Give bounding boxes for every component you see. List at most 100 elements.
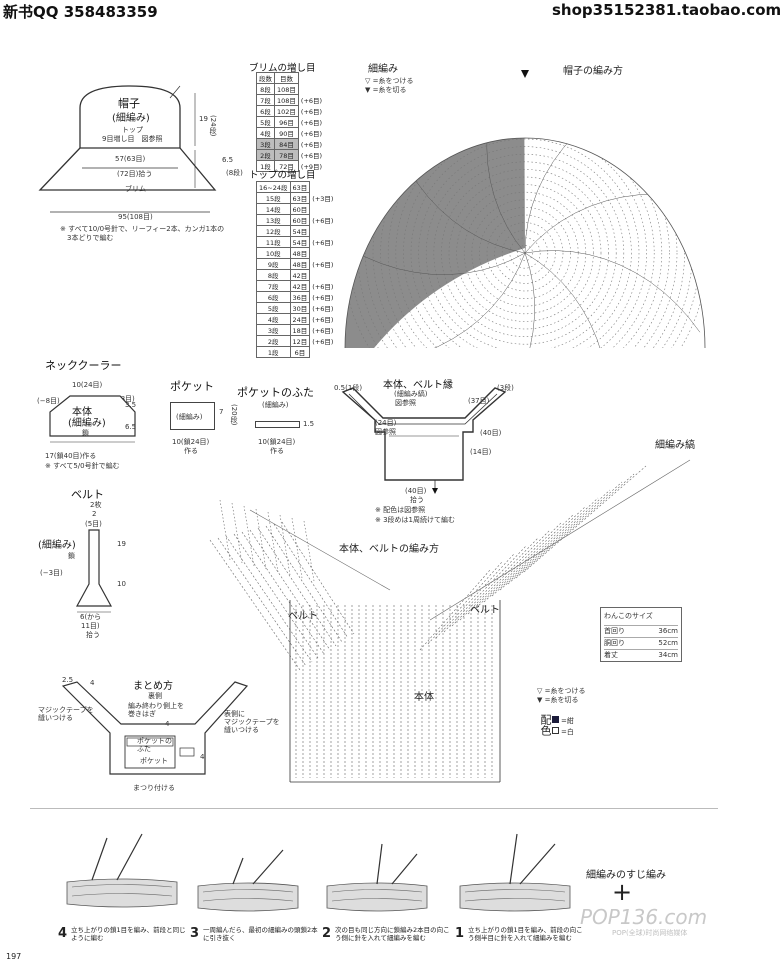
- size-row-key: 着丈: [604, 651, 618, 659]
- chart2-label: 細編み縞: [655, 440, 695, 451]
- belt-sub: (細編み): [38, 540, 76, 551]
- top-table-row-count: 42目: [289, 280, 311, 292]
- hat-chart-spoke: [524, 138, 634, 254]
- flap-title: ポケットのふた: [237, 386, 314, 399]
- right-belt-stitch-row: [491, 497, 599, 597]
- chart2-belt-right: ベルト: [470, 605, 500, 616]
- top-table-row-note: (+6目): [312, 217, 334, 225]
- size-row-key: 首回り: [604, 627, 625, 635]
- flap-make: 作る: [270, 447, 284, 455]
- navy-swatch: [552, 716, 559, 723]
- assembly-collar: 編み終わり側上を 巻きはぎ: [128, 702, 184, 718]
- right-belt-stitch-row: [427, 561, 503, 645]
- size-row-value: 52cm: [658, 639, 678, 647]
- top-table-row-count: 24目: [289, 313, 311, 325]
- neck-sub: (細編み): [68, 418, 106, 429]
- top-table-row-label: 3段: [256, 324, 291, 336]
- hat-round-chart: [344, 70, 706, 349]
- hat-top-label: トップ: [122, 126, 143, 134]
- hat-title: 帽子: [118, 97, 140, 110]
- top-table-row-note: (+6目): [312, 338, 334, 346]
- belt-st11: 11目): [81, 622, 100, 630]
- step-text: 立ち上がりの鎖1目を編み、前段の向こう側半目に針を入れて細編みを編む: [468, 926, 583, 942]
- top-table-row-note: [310, 226, 336, 237]
- top-table-row-count: 30目: [289, 302, 311, 314]
- size-row: 胴回り 52cm: [604, 637, 678, 649]
- brim-table-row-note: (+6目): [300, 141, 323, 149]
- brim-table-row-label: 8段: [256, 83, 275, 95]
- top-table-row-count: 60目: [289, 214, 311, 226]
- hat-brim-label: ブリム: [125, 185, 146, 193]
- top-table-row-note: [310, 270, 336, 281]
- brim-table-row-count: 90目: [274, 127, 299, 139]
- step-text: 次の目も同じ方向に鎖編み2本目の向こう側に針を入れて細編みを編む: [335, 926, 450, 942]
- belt-pick: 拾う: [86, 631, 100, 639]
- right-belt-stitch-row: [523, 465, 647, 573]
- neck-w17: 17(鎖40目)作る: [45, 452, 97, 460]
- color-legend-c1: =紺: [552, 716, 574, 726]
- brim-table-row-count: 102目: [274, 105, 299, 117]
- brim-table-row-note: (+9目): [300, 163, 323, 171]
- hat-chart-ring: [425, 153, 625, 348]
- hat-chart-ring: [517, 245, 533, 261]
- top-table-row-count: 18目: [289, 324, 311, 336]
- left-belt-edge-line: [249, 509, 391, 591]
- brim-table-row-label: 7段: [256, 94, 275, 106]
- brim-table-row-note: (+6目): [300, 97, 323, 105]
- size-title: わんこのサイズ: [604, 612, 653, 620]
- hat-chart-ring: [395, 138, 655, 348]
- belt-dir: 鎖: [68, 552, 75, 560]
- neck-title: ネッククーラー: [45, 359, 122, 372]
- hat-chart-ring: [403, 138, 647, 348]
- top-table-row-count: 6目: [289, 346, 311, 358]
- left-belt-edge: [291, 517, 303, 579]
- brim-table-header-row: 段数目数: [256, 72, 325, 84]
- top-table-row-label: 4段: [256, 313, 291, 325]
- hat-chart-ring: [441, 169, 609, 337]
- assembly-n4b: 4: [165, 720, 170, 728]
- top-table-row-note: [310, 347, 336, 358]
- brim-table-row-count: 78目: [274, 149, 299, 161]
- top-table-row-label: 8段: [256, 269, 291, 281]
- left-belt-edge: [231, 502, 243, 564]
- hat-chart-spoke: [368, 252, 526, 348]
- hat-chart-legend2: ▼ =糸を切る: [365, 86, 407, 94]
- top-table-row-note: (+6目): [312, 261, 334, 269]
- hat-chart-ring: [410, 138, 640, 348]
- size-row-key: 胴回り: [604, 639, 625, 647]
- brim-table-row-label: 2段: [256, 149, 275, 161]
- belt-w2: 2: [92, 510, 97, 518]
- hat-h19: 19: [199, 115, 208, 123]
- hat-chart-spoke: [486, 138, 526, 254]
- brim-table-row-label: 3段: [256, 138, 275, 150]
- hat-w57: 57(63目): [115, 155, 146, 163]
- body-belt-st37: (37目): [468, 397, 490, 405]
- assembly-n4c: 4: [200, 753, 205, 761]
- right-belt-stitch-row: [451, 537, 539, 627]
- belt-shape: [75, 529, 113, 613]
- left-belt-stitch-row: [217, 537, 307, 667]
- watermark-sub: POP(全球)时尚网络媒体: [612, 929, 688, 937]
- brim-table-row-count: 108目: [274, 83, 299, 95]
- top-table-row-label: 11段: [256, 236, 291, 248]
- hat-chart-ring: [463, 191, 587, 315]
- page-number: 197: [6, 952, 22, 961]
- chart2-body: 本体: [414, 692, 434, 703]
- step-text: 一周編んだら、最初の細編みの頭鎖2本に引き抜く: [203, 926, 318, 942]
- left-belt-stitch-row: [209, 539, 301, 671]
- step-2-illustration: [326, 843, 428, 912]
- assembly-sub: 裏側: [148, 692, 162, 700]
- step-1-illustration: [459, 833, 571, 912]
